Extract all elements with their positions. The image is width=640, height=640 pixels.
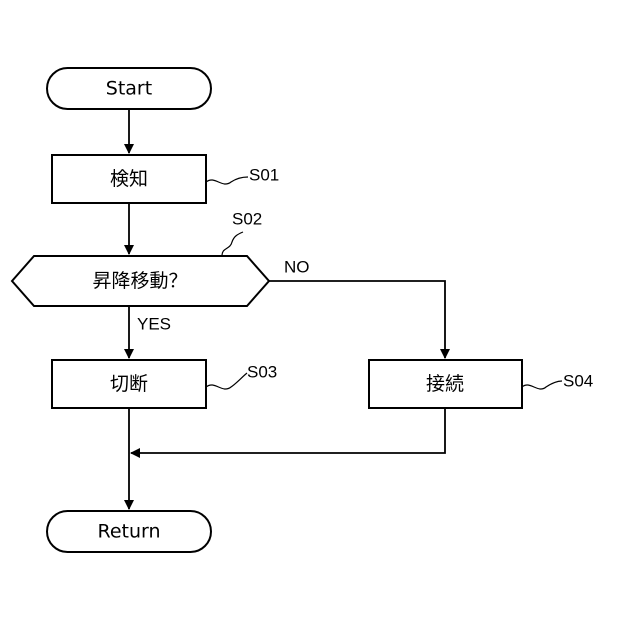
arrow-no-to-connect	[269, 281, 445, 358]
decision-label: 昇降移動？	[92, 270, 187, 292]
connect-label: 接続	[426, 373, 464, 395]
decision-step-leader	[222, 232, 243, 256]
decision-step-number: S02	[232, 210, 262, 229]
decision-hexagon: 昇降移動？	[12, 256, 269, 306]
disconnect-step-leader	[206, 373, 247, 389]
return-label: Return	[97, 521, 160, 543]
start-label: Start	[106, 78, 152, 100]
detect-label: 検知	[110, 168, 148, 190]
yes-branch-label: YES	[137, 315, 171, 334]
detect-process-box: 検知	[52, 155, 206, 203]
return-terminal: Return	[47, 511, 211, 552]
connect-step-leader	[522, 381, 562, 389]
no-branch-label: NO	[284, 258, 310, 277]
connect-process-box: 接続	[369, 360, 522, 408]
arrow-connect-to-merge	[131, 408, 445, 453]
connect-step-number: S04	[563, 372, 593, 391]
start-terminal: Start	[47, 68, 211, 109]
detect-step-leader	[206, 177, 248, 184]
disconnect-process-box: 切断	[52, 360, 206, 408]
disconnect-step-number: S03	[247, 363, 277, 382]
detect-step-number: S01	[249, 166, 279, 185]
disconnect-label: 切断	[110, 373, 148, 395]
